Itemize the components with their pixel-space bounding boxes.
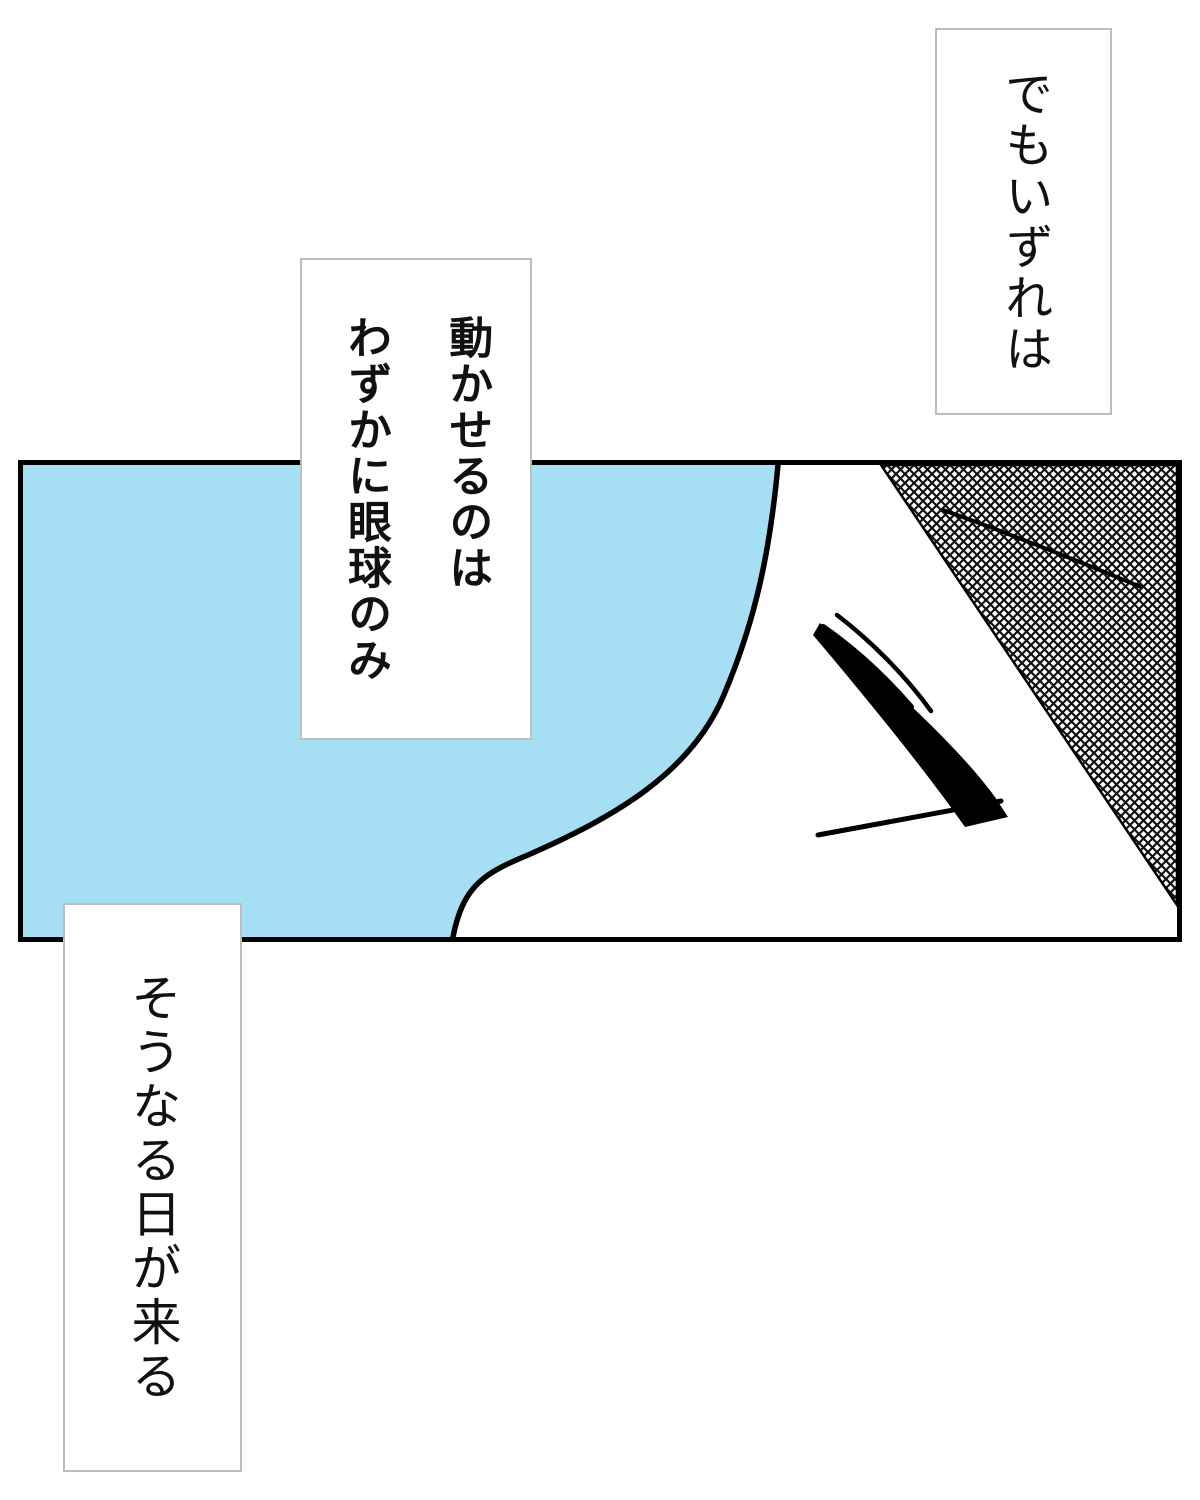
comic-panel: [18, 460, 1182, 942]
hair-screentone: [879, 465, 1177, 908]
panel-illustration: [23, 465, 1177, 937]
speech-bubble-bottom-left: そうなる日が来る: [63, 903, 242, 1472]
eye-lower-lid: [815, 798, 1004, 838]
eye-lash-stroke-1: [820, 624, 914, 710]
speech-bubble-mid-left: 動かせるのは わずかに眼球のみ: [300, 258, 532, 740]
eye-upper-lash: [813, 623, 1008, 827]
face-profile-outline: [450, 465, 781, 937]
hair-accent-line: [941, 508, 1143, 589]
speech-bubble-text: 動かせるのは わずかに眼球のみ: [341, 315, 492, 683]
speech-bubble-text: そうなる日が来る: [124, 971, 181, 1404]
speech-bubble-top-right: でもいずれは: [935, 28, 1112, 415]
speech-bubble-text: でもいずれは: [997, 68, 1051, 375]
eye-lash-stroke-2: [834, 612, 934, 714]
